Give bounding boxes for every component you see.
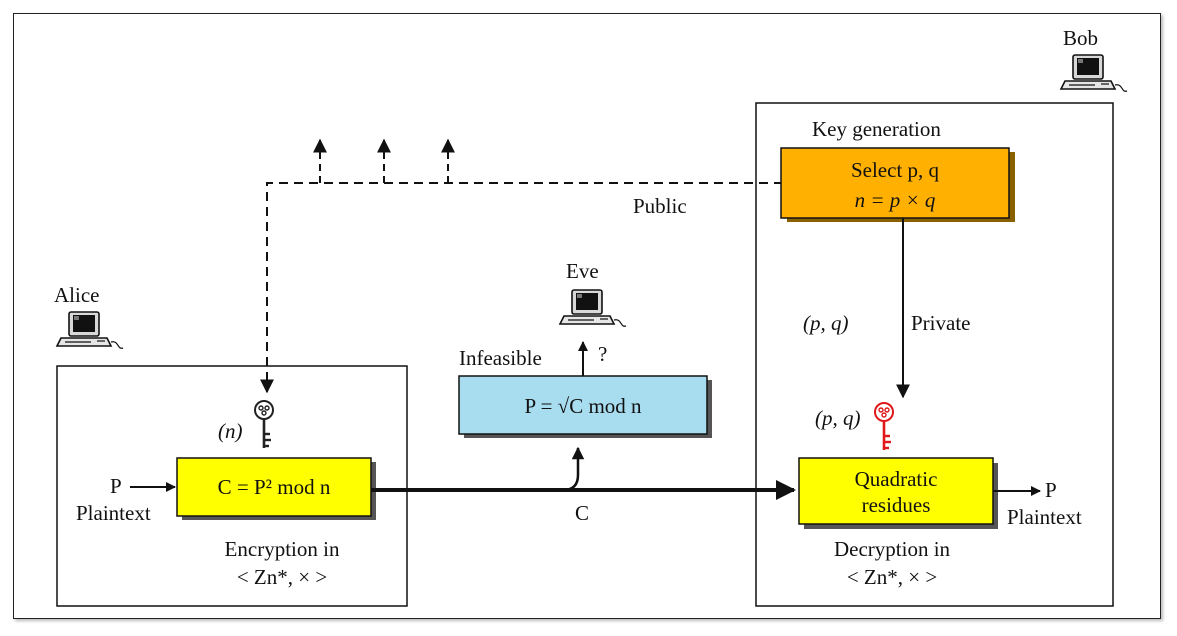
- red-key-icon: [873, 401, 895, 452]
- bob-key-label: (p, q): [815, 406, 861, 430]
- decryption-caption-1: Decryption in: [834, 537, 951, 561]
- eve-box: [458, 375, 708, 435]
- computer-icon: [559, 289, 627, 328]
- decryption-line1: Quadratic: [855, 467, 938, 491]
- decryption-caption-2: < Zn*, × >: [847, 565, 937, 589]
- eve-label: Eve: [566, 259, 599, 283]
- decryption-line2: residues: [862, 493, 931, 517]
- public-label: Public: [633, 194, 687, 218]
- encryption-box: [176, 457, 372, 517]
- alice-label: Alice: [54, 283, 99, 307]
- bob-box: [755, 102, 1114, 607]
- decryption-box: [798, 457, 994, 525]
- alice-box: [56, 365, 408, 607]
- input-symbol: P: [110, 474, 122, 498]
- ciphertext-label: C: [575, 501, 589, 525]
- diagram-frame: [13, 13, 1161, 619]
- private-label: Private: [911, 311, 970, 335]
- alice-key-label: (n): [218, 419, 243, 443]
- key-icon: [253, 399, 275, 450]
- eve-formula: P = √C mod n: [524, 394, 642, 418]
- output-symbol: P: [1045, 478, 1057, 502]
- eve-intercept-arrow: [371, 446, 585, 492]
- bob-label: Bob: [1063, 26, 1098, 50]
- encryption-formula: C = P² mod n: [218, 475, 331, 499]
- encryption-caption-2: < Zn*, × >: [237, 565, 327, 589]
- keygen-line2: n = p × q: [855, 188, 936, 212]
- keygen-box: [780, 147, 1010, 219]
- public-key-line: [260, 182, 783, 394]
- computer-icon: [1060, 54, 1128, 93]
- computer-icon: [56, 311, 124, 350]
- keygen-title: Key generation: [812, 117, 941, 141]
- private-key-label: (p, q): [803, 311, 849, 335]
- input-label: Plaintext: [76, 501, 151, 525]
- infeasible-label: Infeasible: [459, 346, 542, 370]
- question-label: ?: [598, 342, 607, 366]
- output-label: Plaintext: [1007, 505, 1082, 529]
- encryption-caption-1: Encryption in: [225, 537, 340, 561]
- keygen-line1: Select p, q: [851, 158, 940, 182]
